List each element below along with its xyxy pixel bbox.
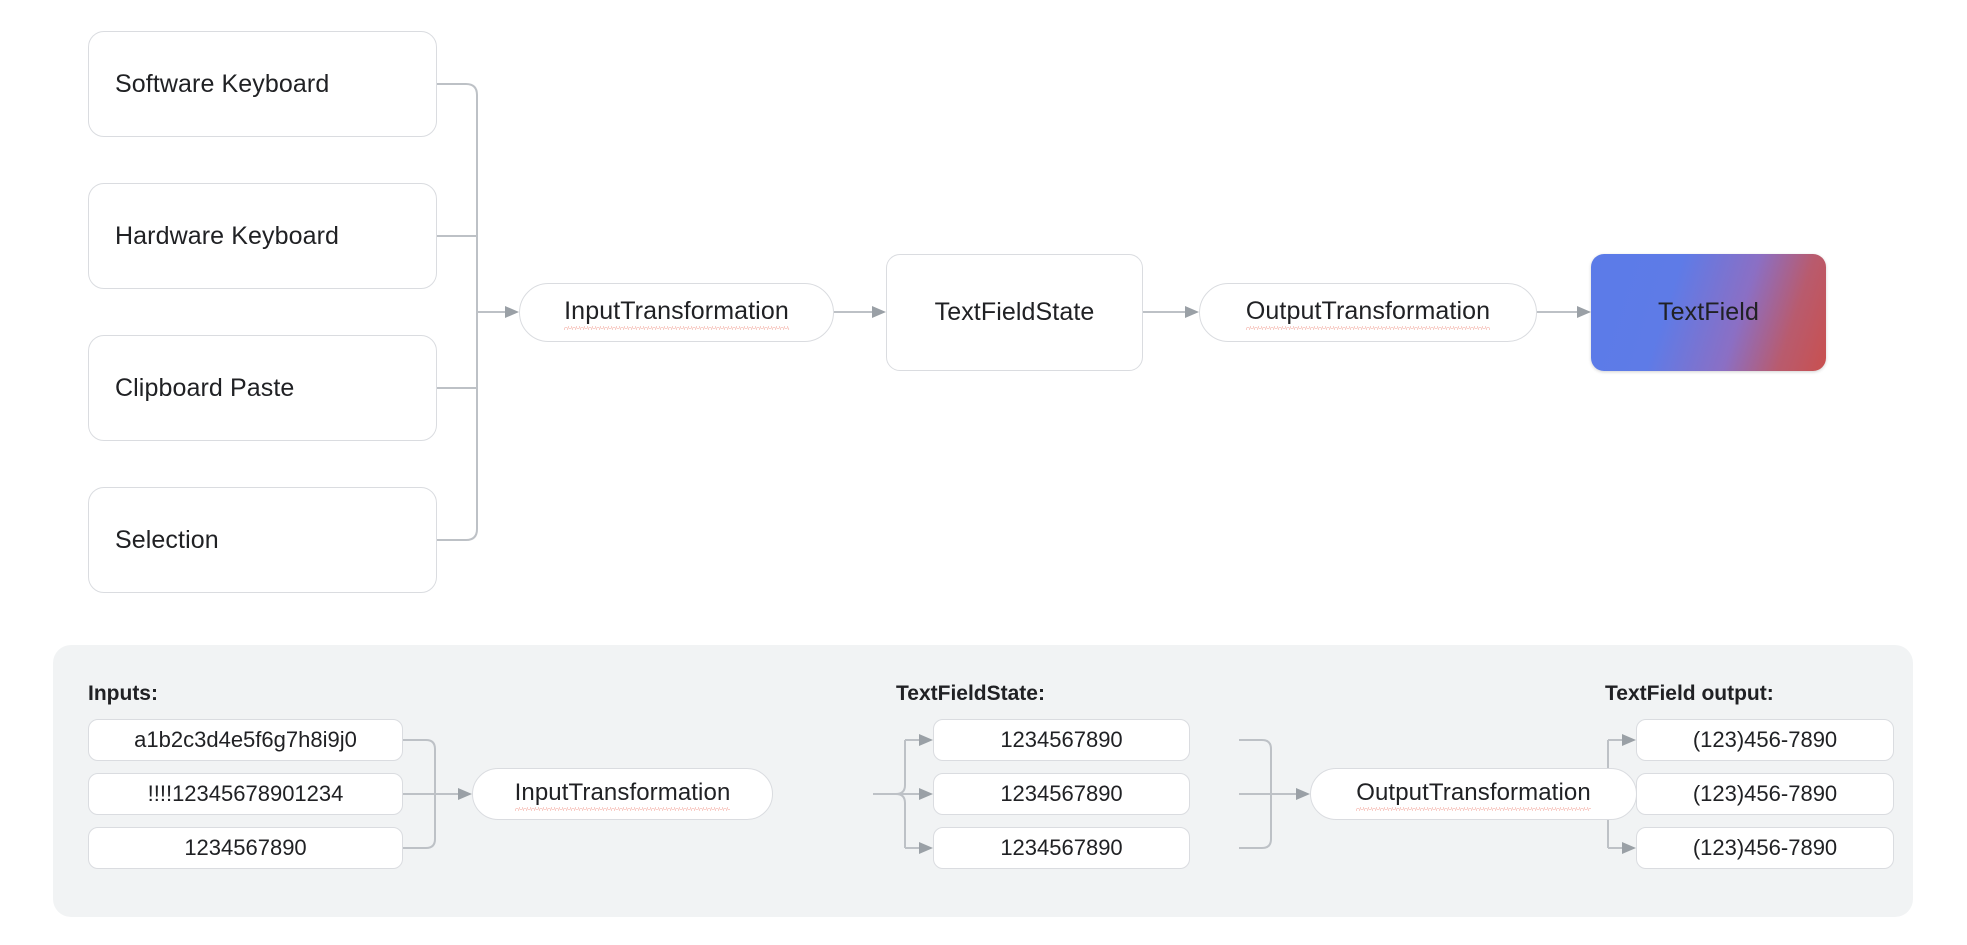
output-chip[interactable]: (123)456-7890 bbox=[1636, 827, 1894, 869]
stage-node-input-transformation[interactable]: InputTransformation bbox=[519, 283, 834, 342]
panel-stage-label: InputTransformation bbox=[514, 779, 731, 811]
panel-node-output-transformation[interactable]: OutputTransformation bbox=[1310, 768, 1637, 820]
inputs-heading: Inputs: bbox=[88, 682, 158, 705]
textfieldstate-heading: TextFieldState: bbox=[896, 682, 1045, 705]
stage-node-textfield[interactable]: TextField bbox=[1591, 254, 1826, 371]
state-chip[interactable]: 1234567890 bbox=[933, 773, 1190, 815]
source-node-software-keyboard[interactable]: Software Keyboard bbox=[88, 31, 437, 137]
output-chip[interactable]: (123)456-7890 bbox=[1636, 773, 1894, 815]
stage-node-textfieldstate[interactable]: TextFieldState bbox=[886, 254, 1143, 371]
source-node-selection[interactable]: Selection bbox=[88, 487, 437, 593]
source-label: Hardware Keyboard bbox=[115, 221, 340, 250]
textfield-output-heading: TextField output: bbox=[1605, 682, 1774, 705]
state-chip[interactable]: 1234567890 bbox=[933, 719, 1190, 761]
source-label: Software Keyboard bbox=[115, 69, 330, 98]
example-panel: Inputs: TextFieldState: TextField output… bbox=[53, 645, 1913, 917]
panel-node-input-transformation[interactable]: InputTransformation bbox=[472, 768, 773, 820]
state-chip[interactable]: 1234567890 bbox=[933, 827, 1190, 869]
source-label: Clipboard Paste bbox=[115, 373, 295, 402]
output-chip[interactable]: (123)456-7890 bbox=[1636, 719, 1894, 761]
stage-node-output-transformation[interactable]: OutputTransformation bbox=[1199, 283, 1537, 342]
panel-stage-label: OutputTransformation bbox=[1356, 779, 1591, 811]
stage-label: TextFieldState bbox=[934, 298, 1095, 326]
input-chip[interactable]: a1b2c3d4e5f6g7h8i9j0 bbox=[88, 719, 403, 761]
source-node-clipboard-paste[interactable]: Clipboard Paste bbox=[88, 335, 437, 441]
input-chip[interactable]: !!!!12345678901234 bbox=[88, 773, 403, 815]
stage-label: InputTransformation bbox=[564, 297, 789, 330]
stage-label: OutputTransformation bbox=[1245, 297, 1491, 330]
input-chip[interactable]: 1234567890 bbox=[88, 827, 403, 869]
stage-label: TextField bbox=[1658, 298, 1759, 326]
source-node-hardware-keyboard[interactable]: Hardware Keyboard bbox=[88, 183, 437, 289]
source-label: Selection bbox=[115, 525, 219, 554]
